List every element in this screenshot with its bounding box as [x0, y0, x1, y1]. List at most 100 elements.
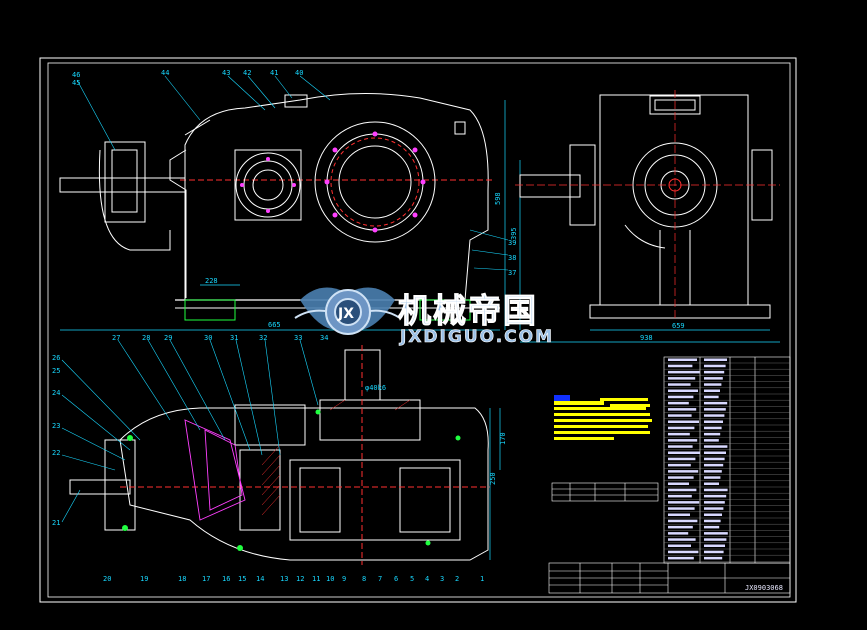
sheet-outer-border — [39, 57, 797, 603]
gear-parameter-table — [551, 482, 659, 502]
parts-list-entry — [704, 494, 727, 498]
front-part-label-45: 45 — [72, 79, 80, 87]
parts-list-entry — [668, 439, 698, 442]
parts-list-entry — [668, 470, 699, 473]
plan-part-label-9: 9 — [342, 575, 346, 583]
parts-list-entry — [668, 550, 699, 554]
plan-part-label-19: 19 — [140, 575, 148, 583]
parts-list-entry — [668, 494, 692, 498]
plan-part-label-8: 8 — [362, 575, 366, 583]
front-part-label-46: 46 — [72, 71, 80, 79]
parts-list-entry — [668, 358, 697, 361]
parts-list-text — [668, 358, 728, 560]
plan-view-dim-1: 250 — [489, 472, 497, 485]
parts-list-entry — [704, 470, 722, 473]
parts-list-entry — [668, 451, 700, 454]
parts-list-entry — [668, 426, 695, 430]
parts-list-entry — [668, 408, 697, 411]
parts-list-entry — [704, 383, 722, 386]
side-view-dim-0: 659 — [672, 322, 685, 330]
plan-part-label-27: 27 — [112, 334, 120, 342]
parts-list-entry — [704, 426, 722, 430]
plan-part-label-13: 13 — [280, 575, 288, 583]
front-view-dim-1: 665 — [268, 321, 281, 329]
plan-view-hatch — [261, 399, 411, 516]
front-view-dim-0: 598 — [494, 192, 502, 205]
parts-list-rows — [664, 362, 790, 562]
front-part-label-41: 41 — [270, 69, 278, 77]
front-part-label-44: 44 — [161, 69, 169, 77]
parts-list-entry — [668, 389, 698, 392]
front-view-dim-2: 395 — [510, 227, 518, 240]
technical-requirements — [554, 395, 652, 440]
plan-view-gears — [184, 419, 246, 521]
side-view — [519, 94, 773, 319]
plan-part-label-28: 28 — [142, 334, 150, 342]
sheet-inner-border — [47, 62, 791, 598]
parts-list — [663, 356, 791, 564]
parts-list-entry — [668, 544, 691, 547]
parts-list-entry — [668, 519, 698, 523]
watermark-brand-cn: 机械帝国 — [398, 291, 538, 330]
plan-view-dimensions — [489, 408, 501, 560]
plan-part-label-21: 21 — [52, 519, 60, 527]
parts-list-entry — [704, 556, 723, 560]
parts-list-entry — [668, 513, 690, 516]
plan-part-label-22: 22 — [52, 449, 60, 457]
plan-part-label-32: 32 — [259, 334, 267, 342]
parts-list-entry — [704, 544, 725, 547]
parts-list-entry — [704, 414, 725, 417]
parts-list-entry — [704, 420, 723, 423]
parts-list-entry — [704, 476, 721, 479]
parts-list-entry — [668, 538, 696, 541]
plan-part-label-2: 2 — [455, 575, 459, 583]
parts-list-entry — [668, 377, 696, 380]
front-part-label-38: 38 — [508, 254, 516, 262]
plan-part-label-29: 29 — [164, 334, 172, 342]
parts-list-entry — [704, 408, 726, 411]
plan-part-label-4: 4 — [425, 575, 429, 583]
side-view-centerlines — [515, 90, 780, 320]
parts-list-entry — [704, 501, 725, 504]
parts-list-entry — [704, 550, 724, 554]
plan-part-label-33: 33 — [294, 334, 302, 342]
plan-part-label-30: 30 — [204, 334, 212, 342]
parts-list-entry — [704, 370, 725, 374]
plan-part-label-18: 18 — [178, 575, 186, 583]
plan-view-leaders — [61, 339, 319, 523]
plan-part-label-24: 24 — [52, 389, 60, 397]
watermark-brand-en: JXDIGUO.COM — [399, 327, 554, 347]
parts-list-entry — [704, 507, 724, 510]
parts-list-entry — [668, 383, 691, 386]
parts-list-entry — [704, 439, 719, 442]
plan-part-label-12: 12 — [296, 575, 304, 583]
plan-part-label-34: 34 — [320, 334, 328, 342]
plan-part-label-20: 20 — [103, 575, 111, 583]
parts-list-entry — [668, 482, 689, 485]
plan-bottom-labels: 20 19 18 17 16 15 14 13 12 11 10 9 8 7 6… — [103, 575, 484, 583]
front-part-label-39: 39 — [508, 239, 516, 247]
parts-list-entry — [668, 364, 693, 368]
parts-list-entry — [704, 463, 724, 467]
plan-part-label-1: 1 — [480, 575, 484, 583]
parts-list-entry — [704, 488, 728, 492]
title-block — [548, 562, 791, 594]
plan-part-label-31: 31 — [230, 334, 238, 342]
parts-list-entry — [668, 432, 690, 436]
parts-list-entry — [668, 507, 695, 510]
plan-part-label-25: 25 — [52, 367, 60, 375]
parts-list-entry — [704, 525, 720, 529]
plan-part-label-26: 26 — [52, 354, 60, 362]
parts-list-entry — [668, 395, 694, 399]
plan-part-label-10: 10 — [326, 575, 334, 583]
parts-list-entry — [668, 370, 700, 374]
front-view-leaders — [76, 75, 509, 271]
parts-list-entry — [704, 401, 728, 405]
parts-list-entry — [668, 488, 697, 492]
front-view-dim-3: 228 — [205, 277, 218, 285]
plan-part-label-17: 17 — [202, 575, 210, 583]
side-view-dim-1: 938 — [640, 334, 653, 342]
jxdiguo-logo: JX — [294, 287, 401, 335]
parts-list-entry — [668, 420, 699, 423]
parts-list-entry — [668, 401, 689, 405]
